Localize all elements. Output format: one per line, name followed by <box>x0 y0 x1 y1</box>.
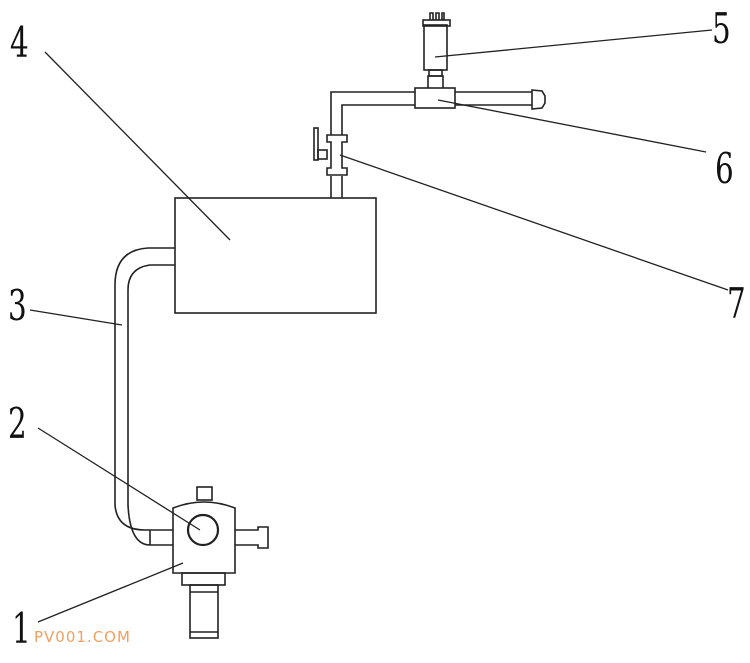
label-6: 6 <box>715 144 734 193</box>
label-7: 7 <box>727 279 746 328</box>
valve-body-1 <box>172 486 269 639</box>
label-4: 4 <box>10 18 29 67</box>
label-2: 2 <box>8 399 27 448</box>
tank-4 <box>174 197 377 314</box>
label-1: 1 <box>12 604 31 653</box>
device-5 <box>422 12 451 77</box>
leader-lines <box>29 29 729 623</box>
pipe-3 <box>114 247 175 546</box>
label-3: 3 <box>8 281 27 330</box>
hex-nut-2 <box>186 513 220 547</box>
label-5: 5 <box>712 4 731 53</box>
watermark: PV001.COM <box>34 628 131 646</box>
upper-pipe-valve-7 <box>313 91 415 198</box>
tee-6 <box>414 75 546 110</box>
